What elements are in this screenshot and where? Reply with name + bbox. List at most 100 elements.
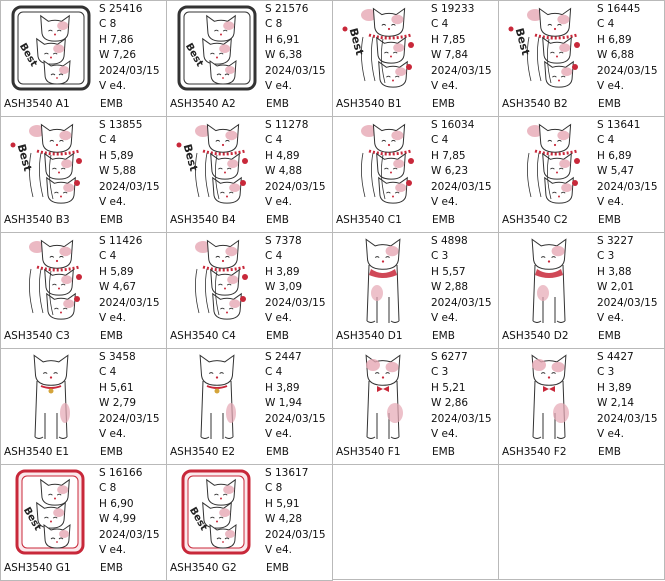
design-thumbnail [7,237,95,323]
embroidery-preview [531,238,567,323]
date-value: 2024/03/15 [597,64,658,77]
height-value: H 5,89 [99,265,134,278]
height-value: H 5,91 [265,497,300,510]
file-format: EMB [598,214,621,226]
stitch-count: S 21576 [265,3,309,15]
file-format: EMB [266,562,289,574]
version-value: V e4. [597,196,624,209]
embroidery-preview: Best [342,7,414,88]
color-count: C 8 [265,18,283,31]
stitch-count: S 2447 [265,351,302,363]
color-count: C 4 [431,18,449,31]
date-value: 2024/03/15 [597,180,658,193]
version-value: V e4. [265,80,292,93]
design-code: ASH3540 C1 [336,214,402,226]
width-value: W 6,38 [265,49,303,62]
design-code: ASH3540 D2 [502,330,569,342]
design-thumbnail [173,237,261,323]
color-count: C 3 [431,366,449,379]
date-value: 2024/03/15 [99,412,160,425]
height-value: H 7,85 [431,33,466,46]
embroidery-preview: Best [176,123,248,204]
version-value: V e4. [99,544,126,557]
embroidery-preview: Best [177,5,257,91]
height-value: H 4,89 [265,149,300,162]
embroidery-preview: Best [15,469,85,555]
date-value: 2024/03/15 [99,528,160,541]
height-value: H 5,89 [99,149,134,162]
width-value: W 3,09 [265,281,303,294]
date-value: 2024/03/15 [99,64,160,77]
width-value: W 4,28 [265,513,303,526]
height-value: H 6,89 [597,149,632,162]
embroidery-preview [365,354,403,439]
file-format: EMB [432,98,455,110]
height-value: H 5,57 [431,265,466,278]
design-thumbnail: Best [505,5,593,91]
version-value: V e4. [265,544,292,557]
version-value: V e4. [99,312,126,325]
embroidery-preview [199,354,236,439]
width-value: W 2,01 [597,281,635,294]
color-count: C 4 [431,134,449,147]
design-thumbnail [505,121,593,207]
design-thumbnail [505,353,593,439]
height-value: H 3,89 [265,381,300,394]
date-value: 2024/03/15 [431,180,492,193]
embroidery-preview: Best [11,5,91,91]
version-value: V e4. [265,196,292,209]
embroidery-preview: Best [508,7,580,88]
design-code: ASH3540 A1 [4,98,70,110]
color-count: C 4 [265,366,283,379]
file-format: EMB [100,446,123,458]
file-format: EMB [432,446,455,458]
width-value: W 1,94 [265,397,303,410]
design-thumbnail [505,237,593,323]
design-thumbnail: Best [7,121,95,207]
file-format: EMB [100,98,123,110]
file-format: EMB [266,446,289,458]
version-value: V e4. [99,428,126,441]
stitch-count: S 13617 [265,467,309,479]
svg-text:Best: Best [15,143,35,173]
height-value: H 5,21 [431,381,466,394]
height-value: H 7,85 [431,149,466,162]
stitch-count: S 13641 [597,119,641,131]
date-value: 2024/03/15 [99,296,160,309]
file-format: EMB [598,330,621,342]
file-format: EMB [100,214,123,226]
date-value: 2024/03/15 [431,412,492,425]
design-code: ASH3540 B3 [4,214,70,226]
design-thumbnail: Best [7,5,95,91]
color-count: C 4 [99,250,117,263]
design-thumbnail [339,121,427,207]
stitch-count: S 16445 [597,3,641,15]
design-code: ASH3540 G1 [4,562,71,574]
